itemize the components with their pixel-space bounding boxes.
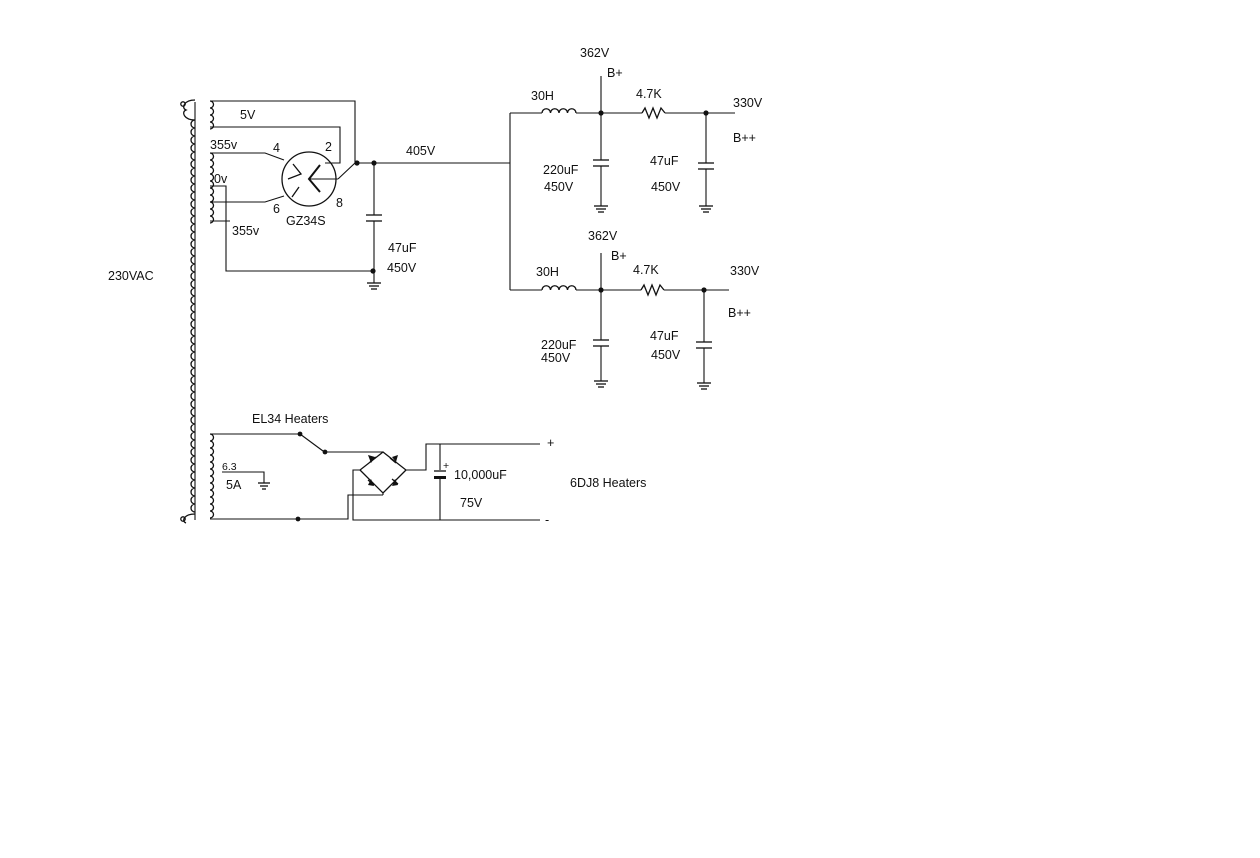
branch-1-cap1-rating: 450V — [544, 180, 574, 194]
branch-1-cap2-value: 47uF — [650, 154, 679, 168]
branch-1-cap2-rating: 450V — [651, 180, 681, 194]
branch-2-cap2-value: 47uF — [650, 329, 679, 343]
tube-label: GZ34S — [286, 214, 326, 228]
rectifier-tube — [281, 151, 356, 207]
heater-winding-current: 5A — [226, 478, 242, 492]
heater-cap-value: 10,000uF — [454, 468, 507, 482]
center-tap-label: 0v — [214, 172, 228, 186]
branch-1-cap1-value: 220uF — [543, 163, 579, 177]
heater-load-label: 6DJ8 Heaters — [570, 476, 646, 490]
main-rail — [354, 160, 510, 290]
heater-cap-polarity: + — [443, 460, 449, 472]
branch-1-output-label: B++ — [733, 131, 756, 145]
heater-supply — [210, 431, 540, 522]
branch-2-output-label: B++ — [728, 306, 751, 320]
branch-2-cap1-value: 220uF — [541, 338, 577, 352]
secondary-windings — [209, 100, 215, 519]
heater-cap-rating: 75V — [460, 496, 483, 510]
tube-pin-6: 6 — [273, 202, 280, 216]
branch-1-choke-label: 30H — [531, 89, 554, 103]
primary-winding — [180, 99, 196, 524]
rectifier-heater-wiring — [210, 100, 356, 164]
branch-2-node-voltage: 362V — [588, 229, 618, 243]
branch-2-output-voltage: 330V — [730, 264, 760, 278]
heater-winding-label: 5V — [240, 108, 256, 122]
tube-pin-2: 2 — [325, 140, 332, 154]
heater-switch-label: EL34 Heaters — [252, 412, 328, 426]
branch-2-resistor-label: 4.7K — [633, 263, 659, 277]
branch-2-cap2-rating: 450V — [651, 348, 681, 362]
branch-2-node-label: B+ — [611, 249, 627, 263]
branch-1-node-voltage: 362V — [580, 46, 610, 60]
hv-winding-top-label: 355v — [210, 138, 238, 152]
rail-voltage-label: 405V — [406, 144, 436, 158]
heater-winding-voltage: 6.3 — [222, 461, 237, 473]
hv-winding-wiring — [210, 152, 373, 272]
reservoir-cap-value: 47uF — [388, 241, 417, 255]
reservoir-cap-rating: 450V — [387, 261, 417, 275]
tube-pin-8: 8 — [336, 196, 343, 210]
heater-negative-terminal: - — [545, 513, 549, 527]
heater-positive-terminal: + — [547, 436, 554, 450]
primary-voltage-label: 230VAC — [108, 269, 154, 283]
filter-branch-1 — [510, 76, 735, 213]
tube-pin-4: 4 — [273, 141, 280, 155]
branch-1-node-label: B+ — [607, 66, 623, 80]
branch-2-choke-label: 30H — [536, 265, 559, 279]
filter-branch-2 — [510, 253, 729, 390]
branch-1-resistor-label: 4.7K — [636, 87, 662, 101]
branch-2-cap1-rating: 450V — [541, 351, 571, 365]
branch-1-output-voltage: 330V — [733, 96, 763, 110]
hv-winding-bottom-label: 355v — [232, 224, 260, 238]
